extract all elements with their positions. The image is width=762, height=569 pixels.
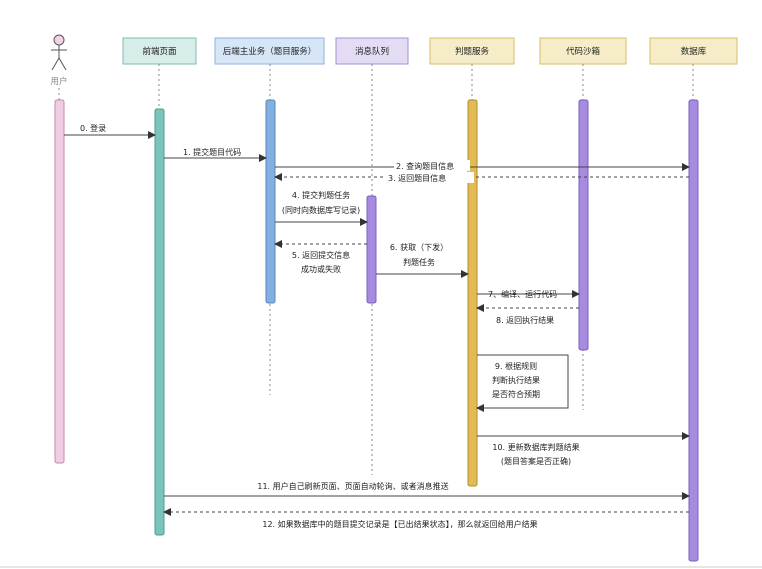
message-m8-label: 8. 返回执行结果 [496,315,554,325]
participant-frontend-box [122,37,197,65]
participant-sandbox-box [539,37,627,65]
activation-backend [265,99,276,304]
message-m5-label-line1: 5. 返回提交信息 [292,250,350,260]
participant-frontend: 前端页面 [122,37,197,65]
message-m6-label-line2: 判题任务 [403,257,435,267]
participant-db: 数据库 [649,37,738,65]
activation-frontend [154,108,165,536]
participant-mq-label: 消息队列 [355,46,389,57]
message-m6-label-line1: 6. 获取（下发） [390,242,448,252]
message-m9-label-line3: 是否符合预期 [492,389,540,399]
message-m9-label-line1: 9. 根据规则 [495,361,537,371]
actor-user: 用户 [50,34,68,87]
activation-judge [467,99,478,487]
message-m10-label-line2: (题目答案是否正确) [501,456,571,466]
participant-mq-box [335,37,409,65]
arrow-m9 [476,354,569,412]
participant-sandbox: 代码沙箱 [539,37,627,65]
participant-db-box [649,37,738,65]
message-m2-label-bg [394,160,470,171]
message-m7-label: 7、编译、运行代码 [488,289,557,299]
message-m5-label-line2: 成功或失败 [301,264,341,274]
message-m12-label: 12. 如果数据库中的题目提交记录是【已出结果状态】，那么就返回给用户结果 [262,519,537,529]
activation-user [54,99,65,464]
participant-db-label: 数据库 [681,46,707,57]
message-m0-label: 0. 登录 [80,123,106,133]
participant-frontend-label: 前端页面 [142,46,177,57]
participant-judge: 判题服务 [429,37,515,65]
participant-sandbox-label: 代码沙箱 [566,46,601,57]
participant-backend: 后端主业务（题目服务） [214,37,325,65]
participant-mq: 消息队列 [335,37,409,65]
message-m10-label-line1: 10. 更新数据库判题结果 [492,442,579,452]
message-m3-label-bg [386,172,474,183]
participant-backend-label: 后端主业务（题目服务） [223,46,317,57]
participant-backend-box [214,37,325,65]
message-m1-label: 1. 提交题目代码 [183,147,241,157]
activation-mq [366,195,377,304]
activation-db [688,99,699,562]
actor-label: 用户 [50,76,67,87]
message-m2-label: 2. 查询题目信息 [396,161,454,171]
message-m3-label: 3. 返回题目信息 [388,173,446,183]
message-m4-label-line1: 4. 提交判题任务 [292,190,350,200]
participant-judge-label: 判题服务 [455,46,490,57]
actor-head [53,34,65,46]
activation-sandbox [578,99,589,351]
message-m11-label: 11. 用户自己刷新页面、页面自动轮询、或者消息推送 [257,481,448,491]
message-m4-label-line2: (同时向数据库写记录) [282,205,360,215]
message-m9-label-line2: 判断执行结果 [492,375,540,385]
participant-judge-box [429,37,515,65]
